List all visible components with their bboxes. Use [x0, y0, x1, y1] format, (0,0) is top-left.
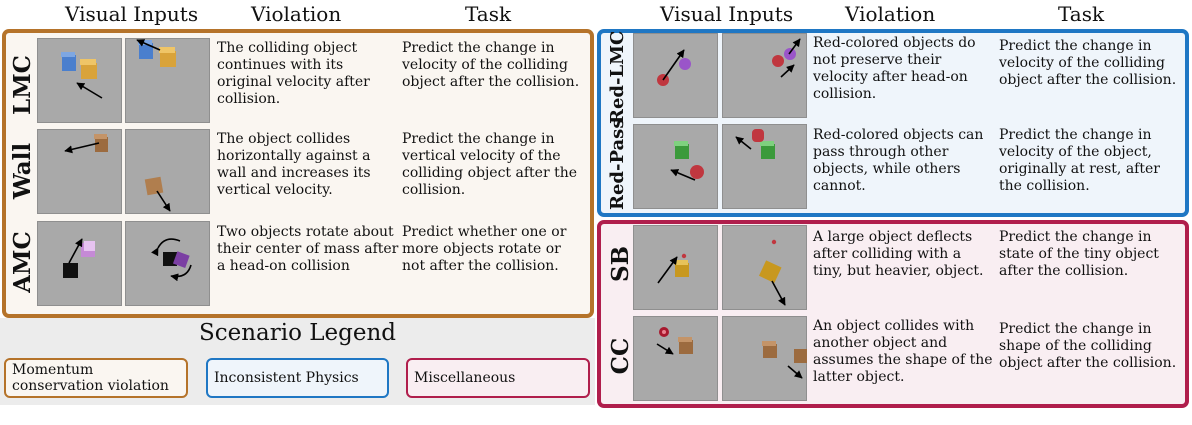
cc-frame-1 — [633, 316, 718, 401]
lmc-task: Predict the change in velocity of the co… — [402, 40, 580, 90]
wall-task: Predict the change in vertical velocity … — [402, 131, 578, 198]
amc-frame-2 — [125, 221, 210, 306]
legend-inconsistent-label: Inconsistent Physics — [214, 370, 359, 386]
wall-violation: The object collides horizontally against… — [217, 131, 371, 198]
row-label-red-lmc: Red-LMC — [607, 30, 628, 124]
header-task-left: Task — [465, 2, 512, 26]
legend-momentum: Momentum conservation violation — [4, 358, 188, 398]
red-lmc-task: Predict the change in velocity of the co… — [999, 38, 1177, 88]
header-task-right: Task — [1058, 2, 1105, 26]
red-pass-task: Predict the change in velocity of the ob… — [999, 127, 1160, 194]
header-violation-right: Violation — [845, 2, 936, 26]
amc-task: Predict whether one or more objects rota… — [402, 224, 567, 274]
row-label-amc: AMC — [9, 231, 36, 293]
header-violation-left: Violation — [251, 2, 342, 26]
green-cube — [675, 144, 689, 159]
cc-frame-2 — [722, 316, 807, 401]
red-lmc-frame-2 — [722, 33, 807, 118]
lmc-frame-2 — [125, 38, 210, 123]
row-label-cc: CC — [607, 337, 634, 375]
black-cube — [63, 263, 78, 278]
wooden-cube — [679, 340, 693, 354]
wooden-cube — [95, 137, 108, 152]
row-label-lmc: LMC — [9, 55, 36, 115]
amc-frame-1 — [37, 221, 122, 306]
red-lmc-violation: Red-colored objects do not preserve thei… — [813, 35, 976, 102]
legend-inconsistent-physics: Inconsistent Physics — [206, 358, 389, 398]
cc-violation: An object collides with another object a… — [813, 318, 993, 385]
lmc-violation: The colliding object continues with its … — [217, 40, 370, 107]
red-pass-frame-1 — [633, 124, 718, 209]
tiny-object — [681, 253, 687, 259]
wall-frame-2 — [125, 129, 210, 214]
legend-miscellaneous: Miscellaneous — [406, 358, 590, 398]
red-pass-frame-2 — [722, 124, 807, 209]
legend-title: Scenario Legend — [198, 320, 397, 346]
sb-violation: A large object deflects after colliding … — [813, 229, 984, 279]
header-visual-inputs-right: Visual Inputs — [660, 2, 794, 26]
yellow-cube — [81, 63, 97, 79]
amc-violation: Two objects rotate about their center of… — [217, 224, 399, 274]
purple-sphere — [679, 58, 691, 70]
row-label-sb: SB — [607, 245, 634, 283]
row-label-red-pass: Red-Pass — [607, 118, 628, 210]
row-label-wall: Wall — [9, 142, 36, 200]
red-pass-violation: Red-colored objects can pass through oth… — [813, 127, 984, 194]
sb-task: Predict the change in state of the tiny … — [999, 229, 1159, 279]
legend-momentum-label: Momentum conservation violation — [12, 362, 169, 394]
sb-frame-1 — [633, 225, 718, 310]
lmc-frame-1 — [37, 38, 122, 123]
yellow-cube — [675, 263, 689, 277]
blue-cube — [62, 55, 76, 71]
sb-frame-2 — [722, 225, 807, 310]
red-lmc-frame-1 — [633, 33, 718, 118]
wall-frame-1 — [37, 129, 122, 214]
header-visual-inputs-left: Visual Inputs — [65, 2, 199, 26]
cc-task: Predict the change in shape of the colli… — [999, 321, 1177, 371]
legend-misc-label: Miscellaneous — [414, 370, 516, 386]
